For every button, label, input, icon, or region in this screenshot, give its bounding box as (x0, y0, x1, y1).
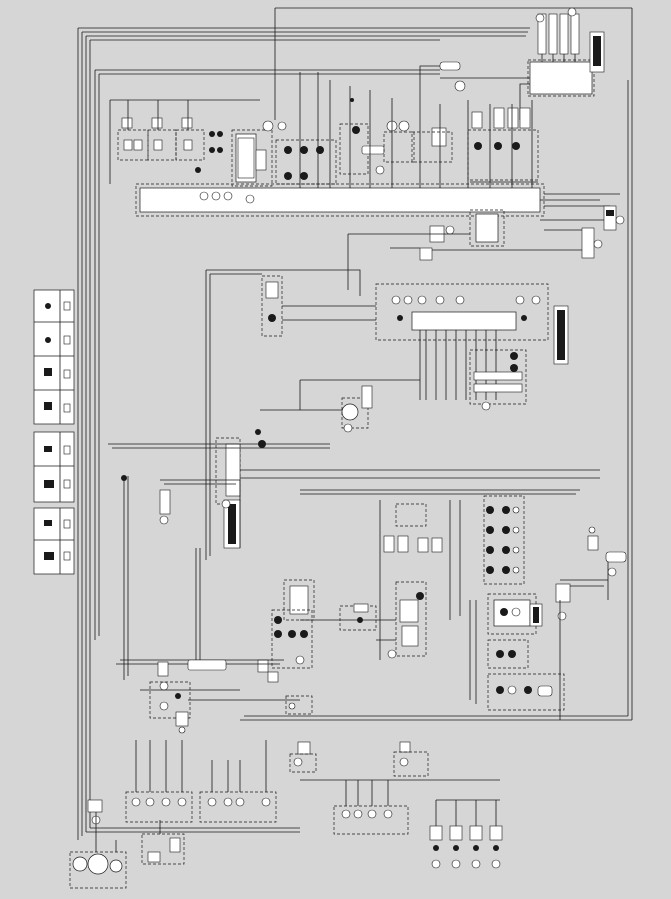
legend-group (33, 289, 75, 575)
center-lower-unit (300, 581, 427, 659)
left-middle-connector (108, 429, 600, 549)
bottom-fuse-row-center (199, 740, 277, 823)
bottom-right-lamps (429, 799, 503, 869)
ecu-center-block (375, 283, 569, 400)
main-ecu-block (135, 183, 620, 217)
legend-panel-1 (33, 289, 75, 425)
left-bottom-cluster (140, 659, 300, 734)
bottom-fuse-row-right (300, 779, 500, 835)
center-motor (260, 379, 420, 433)
left-switch-clusters (109, 99, 260, 201)
legend-panel-2 (33, 431, 75, 503)
right-plug (560, 526, 627, 600)
legend-panel-3 (33, 507, 75, 575)
right-side-connectors (420, 205, 625, 259)
relay-unit-group (209, 129, 273, 187)
left-small-connector (121, 475, 171, 680)
left-center-connector (205, 269, 376, 560)
right-top-switches (467, 100, 539, 188)
main-harness-trunks (77, 7, 633, 840)
bottom-fuse-row-left (125, 740, 193, 823)
center-top-sensors (262, 72, 453, 188)
meter-bulb-group (419, 61, 466, 100)
right-relay-stack (300, 489, 580, 660)
meter-connector-group (440, 7, 605, 120)
center-bottom-small (285, 695, 429, 777)
right-lower-unit (469, 583, 571, 720)
fuse-bank (469, 349, 527, 411)
bottom-left-battery (69, 799, 185, 889)
center-upper-unit (347, 209, 505, 290)
